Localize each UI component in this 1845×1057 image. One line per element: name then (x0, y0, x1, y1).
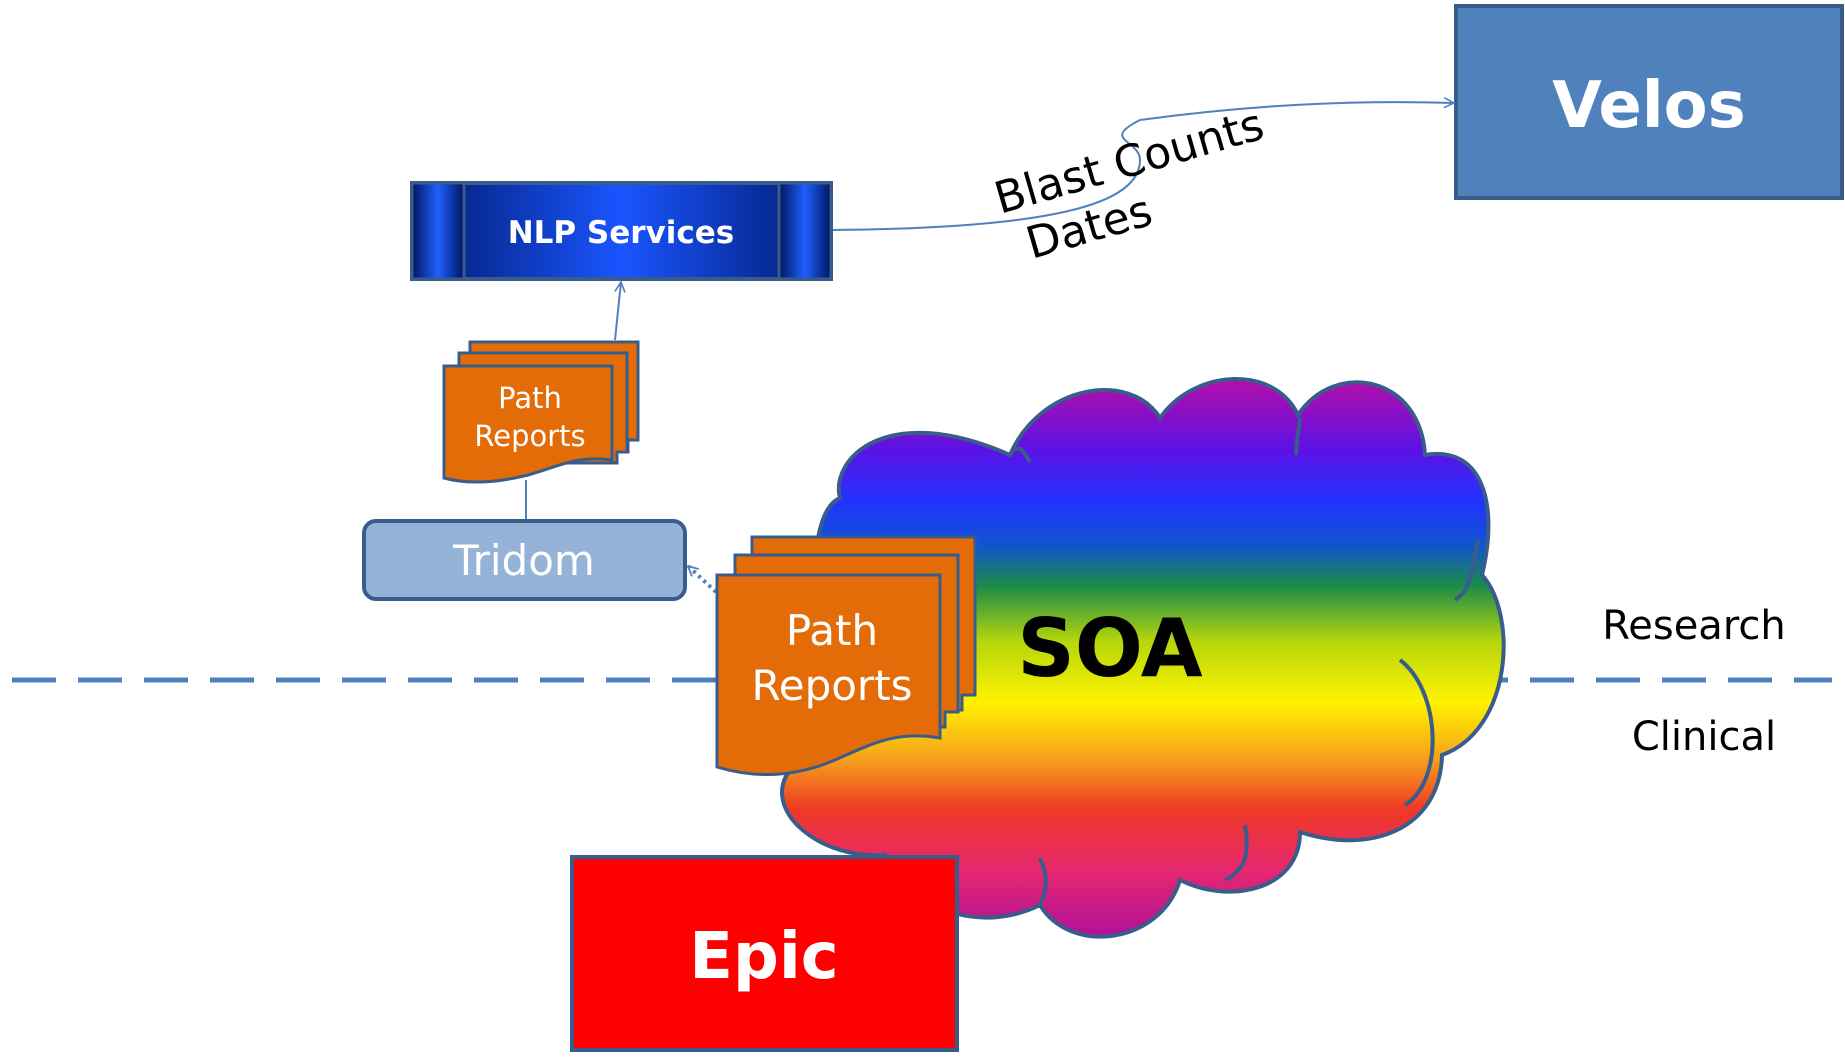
tridom-label: Tridom (452, 536, 595, 585)
path-reports-small-node: Path Reports (442, 340, 640, 484)
nlp-to-velos-connector (832, 102, 1454, 231)
path-reports-large-node: Path Reports (715, 535, 977, 776)
nlp-services-node: NLP Services (410, 181, 833, 281)
velos-label: Velos (1552, 69, 1745, 143)
path-reports-small-line2: Reports (474, 419, 585, 453)
tridom-node: Tridom (362, 519, 687, 601)
epic-node: Epic (570, 855, 959, 1052)
nlp-services-label: NLP Services (508, 215, 735, 251)
edge-label: Blast Counts Dates (989, 99, 1269, 269)
zone-label-research: Research (1602, 603, 1785, 649)
epic-label: Epic (689, 920, 838, 994)
soa-label: SOA (1017, 602, 1202, 695)
path-reports-large-line1: Path (786, 606, 878, 655)
zone-label-clinical: Clinical (1632, 714, 1776, 760)
path-reports-large-line2: Reports (751, 661, 912, 710)
reports-to-nlp-connector (614, 282, 621, 341)
soa-cloud-node: SOA (752, 377, 1506, 939)
velos-node: Velos (1454, 4, 1844, 200)
reports-to-tridom-dotted-connector (688, 564, 718, 594)
path-reports-small-line1: Path (498, 381, 562, 415)
